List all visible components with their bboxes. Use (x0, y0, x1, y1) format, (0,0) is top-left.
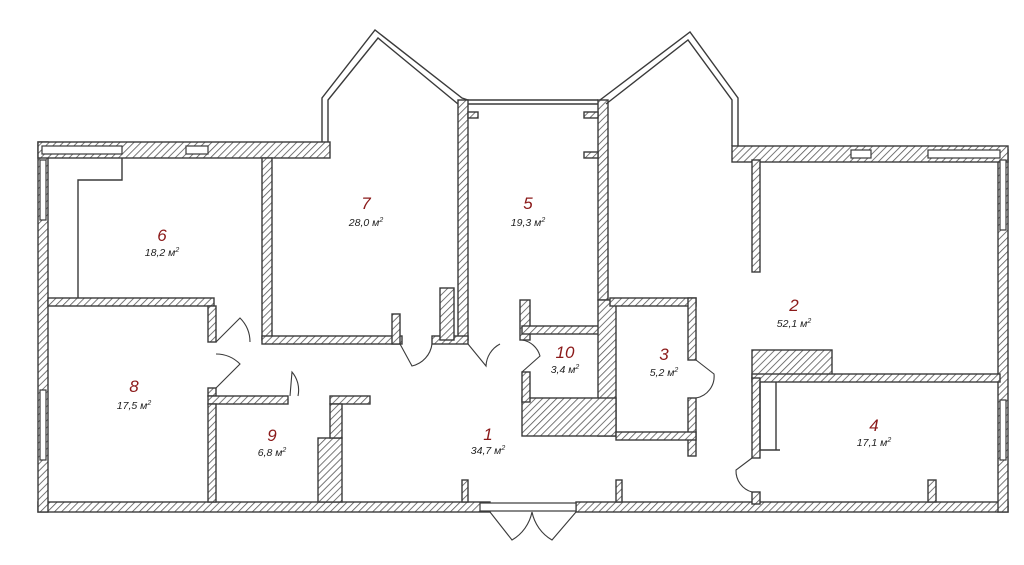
room-number: 10 (556, 343, 575, 362)
room-area: 28,0 м (348, 217, 380, 229)
svg-text:52,1 м2: 52,1 м2 (777, 318, 812, 330)
svg-text:17,5 м2: 17,5 м2 (117, 400, 152, 412)
svg-text:18,2 м2: 18,2 м2 (145, 247, 180, 259)
room-number: 2 (788, 296, 799, 315)
room-label-8: 8 17,5 м2 (117, 377, 152, 412)
room-area: 17,1 м (857, 437, 888, 449)
room-label-3: 3 5,2 м2 (650, 345, 679, 379)
room-label-4: 4 17,1 м2 (857, 416, 892, 449)
room-label-7: 7 28,0 м2 (348, 194, 384, 229)
room-label-6: 6 18,2 м2 (145, 226, 180, 259)
room-area: 3,4 м (551, 364, 576, 376)
room-area: 18,2 м (145, 247, 176, 259)
svg-text:17,1 м2: 17,1 м2 (857, 437, 892, 449)
room-label-9: 9 6,8 м2 (258, 426, 287, 459)
room-number: 5 (523, 194, 533, 213)
svg-text:6,8 м2: 6,8 м2 (258, 447, 287, 459)
room-area: 17,5 м (117, 400, 148, 412)
room-area: 5,2 м (650, 367, 675, 379)
interior-walls (47, 111, 1001, 505)
windows (39, 145, 1007, 512)
svg-text:34,7 м2: 34,7 м2 (471, 445, 506, 457)
room-number: 7 (361, 194, 371, 213)
room-number: 9 (267, 426, 277, 445)
room-area: 19,3 м (511, 217, 542, 229)
room-area: 52,1 м (777, 318, 808, 330)
room-label-2: 2 52,1 м2 (777, 296, 812, 330)
room-area: 6,8 м (258, 447, 283, 459)
room-label-5: 5 19,3 м2 (511, 194, 546, 229)
doors (215, 317, 753, 541)
svg-text:19,3 м2: 19,3 м2 (511, 217, 546, 229)
room-number: 3 (659, 345, 669, 364)
room-number: 6 (157, 226, 167, 245)
room-number: 1 (483, 425, 492, 444)
svg-text:5,2 м2: 5,2 м2 (650, 367, 679, 379)
bay-windows (321, 29, 739, 146)
room-area: 34,7 м (471, 445, 502, 457)
svg-text:28,0 м2: 28,0 м2 (348, 217, 384, 229)
room-label-10: 10 3,4 м2 (551, 343, 580, 376)
svg-text:3,4 м2: 3,4 м2 (551, 364, 580, 376)
room-label-1: 1 34,7 м2 (471, 425, 506, 457)
room-number: 4 (869, 416, 878, 435)
room-number: 8 (129, 377, 139, 396)
